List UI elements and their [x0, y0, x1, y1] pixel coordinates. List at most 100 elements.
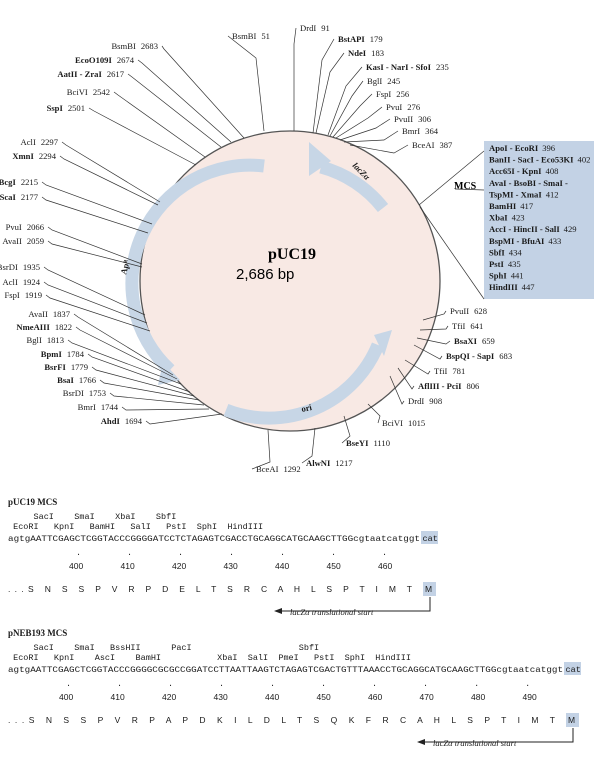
site-leader [329, 80, 364, 137]
site-leader [343, 130, 399, 143]
ori-arc [223, 342, 385, 425]
site-position: 1784 [67, 349, 85, 359]
tick-number: 410 [121, 561, 135, 571]
mcs-enzyme: Acc65I - KpnI [489, 166, 542, 176]
plasmid-size: 2,686 bp [236, 266, 294, 283]
site-leader [349, 144, 409, 154]
mcs-position: 434 [509, 247, 523, 257]
site-position: 2683 [141, 41, 158, 51]
site-leader [99, 379, 200, 401]
feature-arrows [125, 142, 392, 425]
site-leader [59, 155, 159, 206]
site-position: 1935 [23, 262, 40, 272]
site-leader [109, 392, 205, 406]
mcs-enzyme: TspMI - XmaI [489, 189, 542, 199]
site-enzyme: BciVI [67, 87, 88, 97]
site-position: 245 [387, 76, 400, 86]
site-position: 235 [436, 62, 449, 72]
mcs-position: 433 [548, 236, 561, 246]
site-enzyme: TfiI [434, 366, 447, 376]
mcs-enzyme: PstI [489, 259, 504, 269]
site-position: 2215 [21, 177, 38, 187]
amino-acid-sequence: ...S N S S P V R P D E L T S R C A H L S… [8, 584, 412, 594]
dna-sequence: agtgAATTCGAGCTCGGTACCCGGGGCGCGCCGGATCCTT… [8, 665, 563, 675]
site-leader [367, 403, 381, 424]
site-leader [416, 337, 451, 345]
site-enzyme: BmrI [78, 402, 96, 412]
plasmid-map: lacZα Apᴿ ori pUC19 2,686 bp MCS ApoI - … [0, 23, 594, 474]
site-position: 1919 [25, 290, 42, 300]
site-leader [73, 313, 174, 376]
lacz-arrowhead [309, 142, 331, 176]
mcs-position: 417 [520, 201, 534, 211]
site-leader [145, 413, 223, 425]
site-leader [87, 353, 191, 393]
site-enzyme: BglI [367, 76, 382, 86]
site-leader-lines [41, 27, 485, 470]
tick-number: 440 [275, 561, 289, 571]
start-arrow-line [423, 728, 574, 743]
mcs-enzyme: BspMI - BfuAI [489, 236, 545, 246]
tick-number: 400 [59, 692, 73, 702]
site-enzyme: AlwNI [306, 458, 331, 468]
site-leader [137, 59, 232, 143]
site-enzyme: XmnI [12, 151, 34, 161]
site-position: 2066 [27, 222, 45, 232]
site-enzyme: DrdI [300, 23, 316, 33]
mcs-enzyme: BanII - SacI - Eco53KI [489, 155, 574, 165]
start-arrow-line [280, 597, 431, 612]
mcs-enzyme: SphI [489, 271, 507, 281]
tick-number: 470 [420, 692, 434, 702]
site-position: 908 [429, 396, 442, 406]
mcs-position: 429 [564, 224, 577, 234]
tick-number: 430 [214, 692, 228, 702]
site-leader [67, 339, 182, 385]
site-leader [332, 93, 373, 138]
site-leader [43, 281, 148, 324]
mcs-leader [419, 206, 485, 300]
tick-number: 480 [471, 692, 485, 702]
site-position: 641 [470, 321, 483, 331]
site-leader [339, 118, 391, 141]
mcs-position: 447 [522, 282, 536, 292]
site-leader [293, 27, 297, 131]
site-enzyme: AatII - ZraI [57, 69, 102, 79]
mcs-enzyme: HindIII [489, 282, 518, 292]
site-position: 1744 [101, 402, 119, 412]
site-position: 628 [474, 306, 487, 316]
site-enzyme: PvuII [450, 306, 469, 316]
tick-number: 460 [368, 692, 382, 702]
site-leader [75, 326, 178, 380]
site-enzyme: TfiI [452, 321, 465, 331]
site-leader [113, 91, 206, 158]
mcs-enzyme: BamHI [489, 201, 517, 211]
site-enzyme: SspI [47, 103, 64, 113]
site-leader [91, 366, 195, 397]
site-enzyme: BseYI [346, 438, 369, 448]
puc19-mcs-panel: SacI SmaI XbaI SbfI EcoRI KpnI BamHI Sal… [8, 512, 438, 617]
site-label: BmrI 1744 [78, 402, 119, 412]
site-label: AatII - ZraI 2617 [57, 69, 124, 79]
site-position: 1753 [89, 388, 106, 398]
site-position: 659 [482, 336, 495, 346]
site-enzyme: BceAI [412, 140, 435, 150]
site-position: 2617 [107, 69, 125, 79]
site-leader [413, 344, 443, 360]
tick-number: 490 [523, 692, 537, 702]
